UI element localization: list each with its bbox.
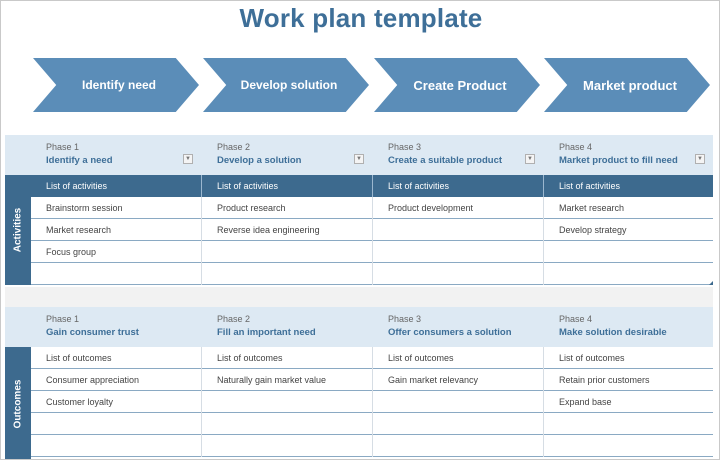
table-cell[interactable]: Product research [202, 197, 373, 219]
table-cell[interactable]: Expand base [559, 397, 612, 407]
outcomes-phase-2: Phase 2 Fill an important need [176, 307, 347, 347]
section-gap [5, 287, 713, 307]
outcomes-phase-3: Phase 3 Offer consumers a solution [347, 307, 518, 347]
table-cell[interactable] [544, 435, 713, 457]
table-row: Market research Reverse idea engineering… [31, 219, 713, 241]
activities-phase-band: Phase 1 Identify a need ▼ Phase 2 Develo… [5, 135, 713, 175]
phase-name: Fill an important need [217, 327, 316, 338]
table-cell[interactable] [31, 263, 202, 285]
side-label-text: Outcomes [12, 379, 24, 429]
table-row: List of outcomes List of outcomes List o… [31, 347, 713, 369]
table-cell[interactable]: Naturally gain market value [202, 369, 373, 391]
table-cell[interactable]: Product development [373, 197, 544, 219]
activities-phase-3: Phase 3 Create a suitable product ▼ [347, 135, 543, 175]
table-cell[interactable]: Retain prior customers [559, 375, 650, 385]
table-cell[interactable]: List of outcomes [202, 347, 373, 369]
resize-corner-icon [709, 281, 713, 285]
table-cell[interactable] [202, 413, 373, 435]
outcomes-side-label: Outcomes [5, 347, 31, 459]
table-cell[interactable]: Develop strategy [559, 225, 627, 235]
activities-header-row: List of activities List of activities Li… [31, 175, 713, 197]
table-cell[interactable]: List of outcomes [373, 347, 544, 369]
phase-name: Market product to fill need [559, 155, 678, 166]
phase-name: Develop a solution [217, 155, 302, 166]
chevron-down-icon[interactable]: ▼ [354, 154, 364, 164]
table-cell[interactable] [373, 413, 544, 435]
activities-phase-2: Phase 2 Develop a solution ▼ [176, 135, 372, 175]
table-cell[interactable] [373, 219, 544, 241]
arrow-step-2: Develop solution [203, 58, 369, 112]
chevron-down-icon[interactable]: ▼ [183, 154, 193, 164]
table-cell[interactable] [202, 435, 373, 457]
activities-side-label: Activities [5, 175, 31, 285]
phase-number: Phase 2 [217, 314, 251, 324]
column-header: List of activities [202, 175, 373, 197]
outcomes-section: Phase 1 Gain consumer trust Phase 2 Fill… [5, 307, 713, 459]
table-row: Focus group [31, 241, 713, 263]
table-row [31, 263, 713, 285]
table-row: Brainstorm session Product research Prod… [31, 197, 713, 219]
phase-number: Phase 1 [46, 142, 80, 152]
table-cell[interactable]: Focus group [31, 241, 202, 263]
phase-name: Create a suitable product [388, 155, 503, 166]
chevron-down-icon[interactable]: ▼ [525, 154, 535, 164]
arrow-step-4: Market product [544, 58, 710, 112]
column-header: List of activities [31, 175, 202, 197]
table-cell[interactable] [202, 241, 373, 263]
outcomes-phase-4: Phase 4 Make solution desirable [518, 307, 713, 347]
activities-section: Phase 1 Identify a need ▼ Phase 2 Develo… [5, 135, 713, 287]
table-cell[interactable]: List of outcomes [559, 353, 625, 363]
table-cell[interactable] [31, 413, 202, 435]
table-cell[interactable] [373, 263, 544, 285]
table-row [31, 435, 713, 457]
outcomes-phase-1: Phase 1 Gain consumer trust [5, 307, 176, 347]
chevron-down-icon[interactable]: ▼ [695, 154, 705, 164]
arrow-step-3: Create Product [374, 58, 540, 112]
table-cell[interactable] [31, 435, 202, 457]
column-header: List of activities [373, 175, 544, 197]
table-cell[interactable] [544, 241, 713, 263]
phase-number: Phase 3 [388, 142, 422, 152]
column-header: List of activities [559, 181, 621, 191]
table-cell[interactable] [202, 391, 373, 413]
table-cell[interactable]: Consumer appreciation [31, 369, 202, 391]
table-cell[interactable]: Brainstorm session [31, 197, 202, 219]
table-cell[interactable] [202, 263, 373, 285]
phase-number: Phase 4 [559, 142, 593, 152]
table-cell[interactable]: Customer loyalty [31, 391, 202, 413]
table-cell[interactable]: List of outcomes [31, 347, 202, 369]
table-cell[interactable]: Market research [31, 219, 202, 241]
activities-phase-4: Phase 4 Market product to fill need ▼ [518, 135, 713, 175]
phase-number: Phase 3 [388, 314, 422, 324]
phase-name: Make solution desirable [559, 327, 667, 338]
table-row: Customer loyalty Expand base [31, 391, 713, 413]
phase-name: Gain consumer trust [46, 327, 139, 338]
table-cell[interactable] [544, 263, 713, 285]
table-row [31, 413, 713, 435]
phase-number: Phase 2 [217, 142, 251, 152]
arrow-step-1: Identify need [33, 58, 199, 112]
table-cell[interactable]: Gain market relevancy [373, 369, 544, 391]
phase-name: Offer consumers a solution [388, 327, 512, 338]
phase-name: Identify a need [46, 155, 113, 166]
phase-number: Phase 4 [559, 314, 593, 324]
phase-number: Phase 1 [46, 314, 80, 324]
outcomes-phase-band: Phase 1 Gain consumer trust Phase 2 Fill… [5, 307, 713, 347]
table-cell[interactable]: Reverse idea engineering [202, 219, 373, 241]
side-label-text: Activities [12, 207, 24, 253]
table-cell[interactable] [544, 413, 713, 435]
page-title: Work plan template [239, 3, 483, 33]
table-cell[interactable] [373, 391, 544, 413]
table-cell[interactable]: Market research [559, 203, 625, 213]
table-cell[interactable] [373, 435, 544, 457]
activities-phase-1: Phase 1 Identify a need ▼ [5, 135, 201, 175]
table-row: Consumer appreciation Naturally gain mar… [31, 369, 713, 391]
table-cell[interactable] [373, 241, 544, 263]
